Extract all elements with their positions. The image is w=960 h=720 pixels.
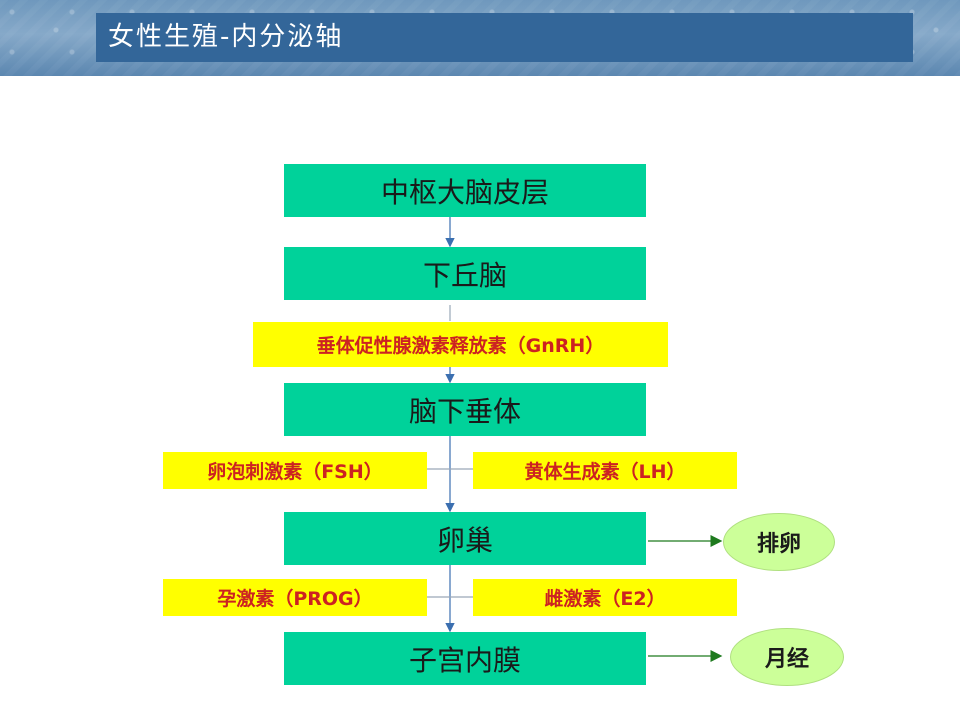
ovulation-oval: 排卵 — [723, 513, 835, 571]
menstruation-oval: 月经 — [730, 628, 844, 686]
title-bar: 女性生殖-内分泌轴 — [96, 13, 913, 62]
menstruation-label: 月经 — [764, 647, 809, 672]
hypothalamus-box: 下丘脑 — [284, 247, 646, 300]
ovary-label: 卵巢 — [436, 523, 493, 557]
fsh-label: 卵泡刺激素（FSH） — [207, 461, 383, 483]
prog-label: 孕激素（PROG） — [217, 588, 373, 610]
endometrium-label: 子宫内膜 — [408, 643, 521, 677]
cortex-box: 中枢大脑皮层 — [284, 164, 646, 217]
pituitary-box: 脑下垂体 — [284, 383, 646, 436]
lh-box: 黄体生成素（LH） — [473, 452, 737, 489]
e2-label: 雌激素（E2） — [544, 588, 666, 610]
ovulation-label: 排卵 — [756, 532, 801, 557]
header-banner: 女性生殖-内分泌轴 — [0, 0, 960, 76]
hypothalamus-label: 下丘脑 — [422, 258, 507, 292]
e2-box: 雌激素（E2） — [473, 579, 737, 616]
gnrh-box: 垂体促性腺激素释放素（GnRH） — [253, 322, 668, 367]
gnrh-label: 垂体促性腺激素释放素（GnRH） — [316, 335, 605, 357]
slide-title: 女性生殖-内分泌轴 — [108, 22, 344, 52]
ovary-box: 卵巢 — [284, 512, 646, 565]
prog-box: 孕激素（PROG） — [163, 579, 427, 616]
cortex-label: 中枢大脑皮层 — [380, 175, 549, 209]
pituitary-label: 脑下垂体 — [408, 394, 521, 428]
lh-label: 黄体生成素（LH） — [524, 461, 686, 483]
fsh-box: 卵泡刺激素（FSH） — [163, 452, 427, 489]
endometrium-box: 子宫内膜 — [284, 632, 646, 685]
